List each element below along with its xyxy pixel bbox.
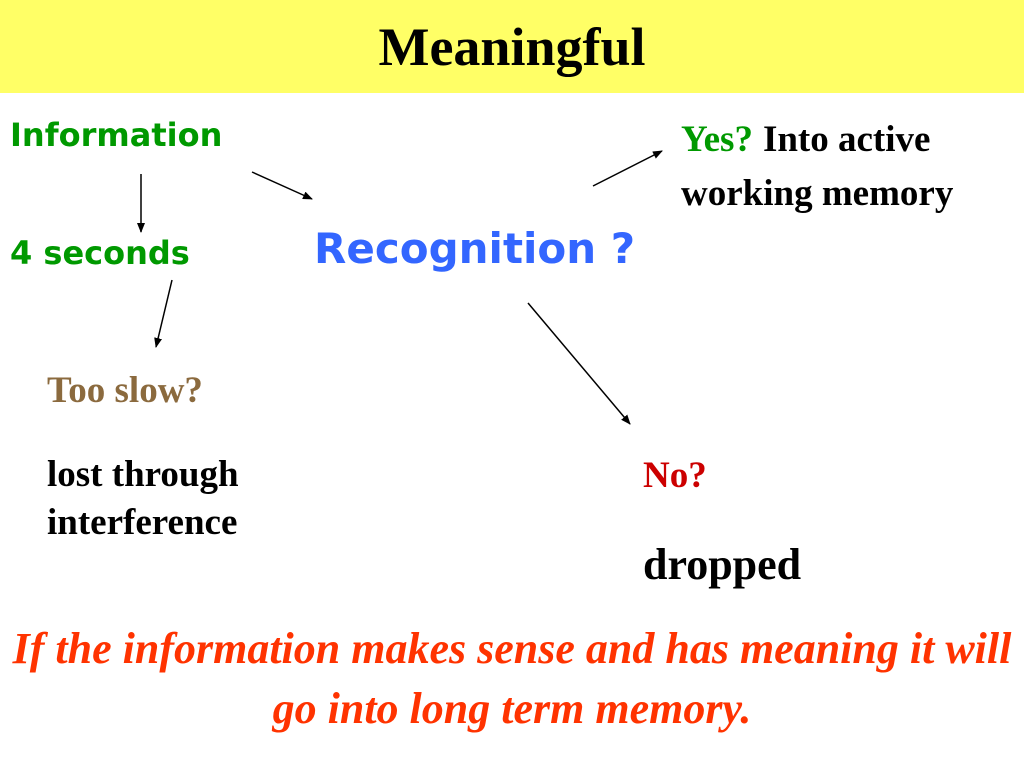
- title-bar: [0, 0, 1024, 93]
- yes-label: Yes?: [681, 119, 753, 160]
- into-memory-label: Into active working memory: [681, 119, 954, 214]
- arrow-recognition-to-no: [527, 302, 631, 425]
- page-title: Meaningful: [378, 17, 646, 77]
- arrow-information-to-recognition: [251, 171, 313, 200]
- arrow-recognition-to-yes: [592, 150, 663, 187]
- no-label: No?: [643, 455, 707, 496]
- seconds-label: 4 seconds: [10, 234, 190, 272]
- arrow-seconds-to-too-slow: [154, 279, 173, 348]
- information-label: Information: [10, 116, 223, 154]
- too-slow-label: Too slow?: [47, 370, 203, 411]
- yes-block: Yes?Into active working memory: [681, 113, 1001, 221]
- dropped-label: dropped: [643, 540, 802, 589]
- summary-text: If the information makes sense and has m…: [12, 624, 1012, 733]
- recognition-label: Recognition ?: [314, 224, 636, 273]
- lost-label: lost through interference: [47, 454, 239, 543]
